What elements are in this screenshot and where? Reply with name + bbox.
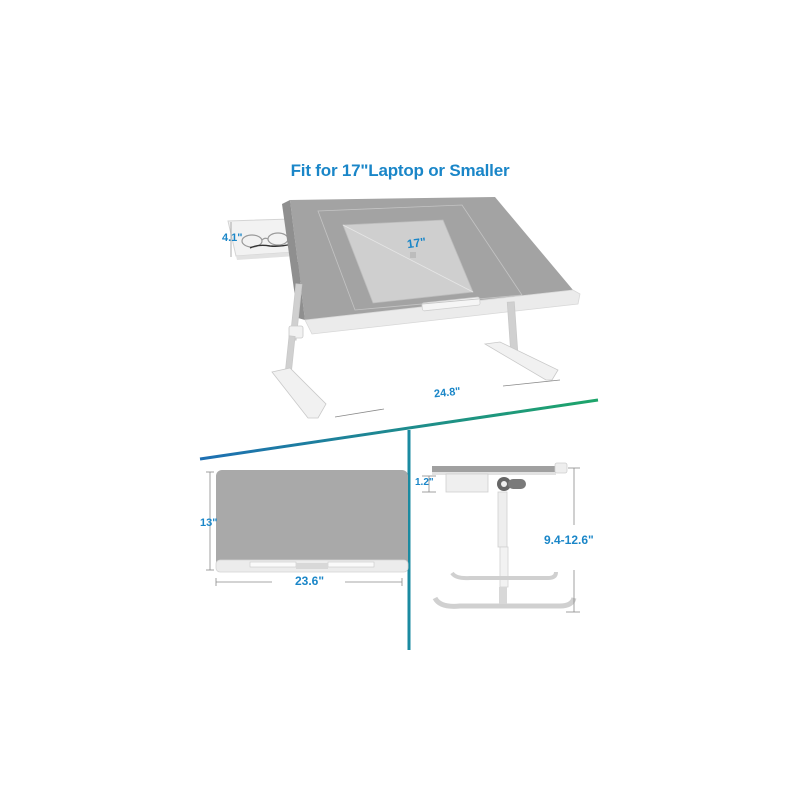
drawer-height-label: 4.1" (222, 232, 243, 244)
headline: Fit for 17"Laptop or Smaller (290, 161, 510, 180)
side-drawer (227, 218, 297, 260)
drawer-depth-label: 1.2" (415, 477, 434, 488)
top-view (206, 470, 409, 586)
top-height-label: 13" (200, 517, 218, 529)
height-range-label: 9.4-12.6" (544, 533, 594, 547)
side-view (422, 462, 580, 613)
perspective-view (227, 197, 581, 419)
divider-diagonal (199, 398, 599, 461)
laptop-icon (342, 219, 474, 304)
laptop-size-label: 17" (406, 234, 427, 252)
glasses-icon (241, 232, 293, 249)
top-width-label: 23.6" (295, 574, 325, 588)
table-legs (271, 283, 559, 419)
